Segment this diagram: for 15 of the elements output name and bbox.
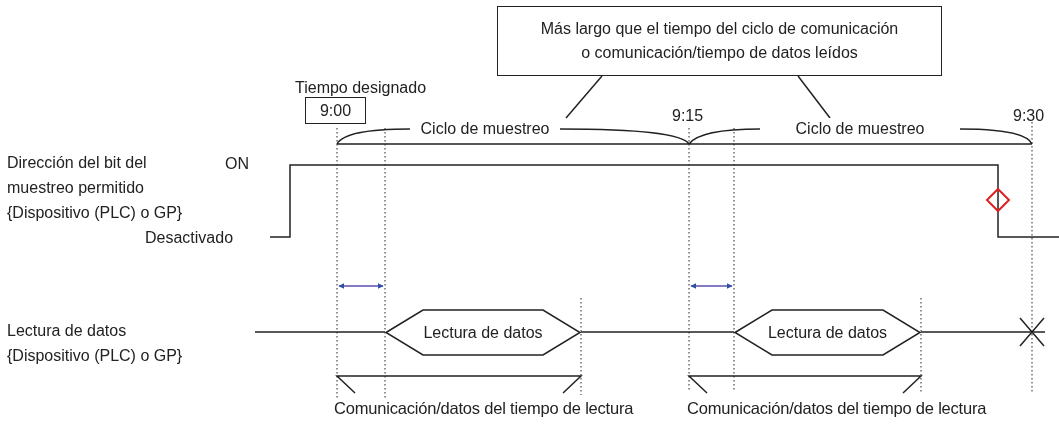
signal-name: Dirección del bit del muestreo permitido {Dispositivo (PLC) o GP} <box>7 153 184 223</box>
duration-label: Comunicación/datos del tiempo de lectura <box>334 399 634 418</box>
signal-name: Lectura de datos {Dispositivo (PLC) o GP} <box>7 321 184 366</box>
leader-line <box>565 75 603 119</box>
callout-box: Más largo que el tiempo del ciclo de comunicación o comunicación/tiempo de datos leídos <box>497 6 942 76</box>
time-label: 9:15 <box>672 106 704 125</box>
leader-line <box>797 75 831 119</box>
time-box: 9:00 <box>305 97 366 124</box>
data-read-hexagon: Lectura de datos <box>385 309 581 356</box>
time-label: 9:30 <box>1013 106 1045 125</box>
time-caption: Tiempo designado <box>295 78 427 97</box>
duration-label: Comunicación/datos del tiempo de lectura <box>687 399 987 418</box>
state-label: ON <box>225 154 249 173</box>
data-read-hexagon: Lectura de datos <box>734 309 921 356</box>
state-label: Desactivado <box>145 228 234 247</box>
